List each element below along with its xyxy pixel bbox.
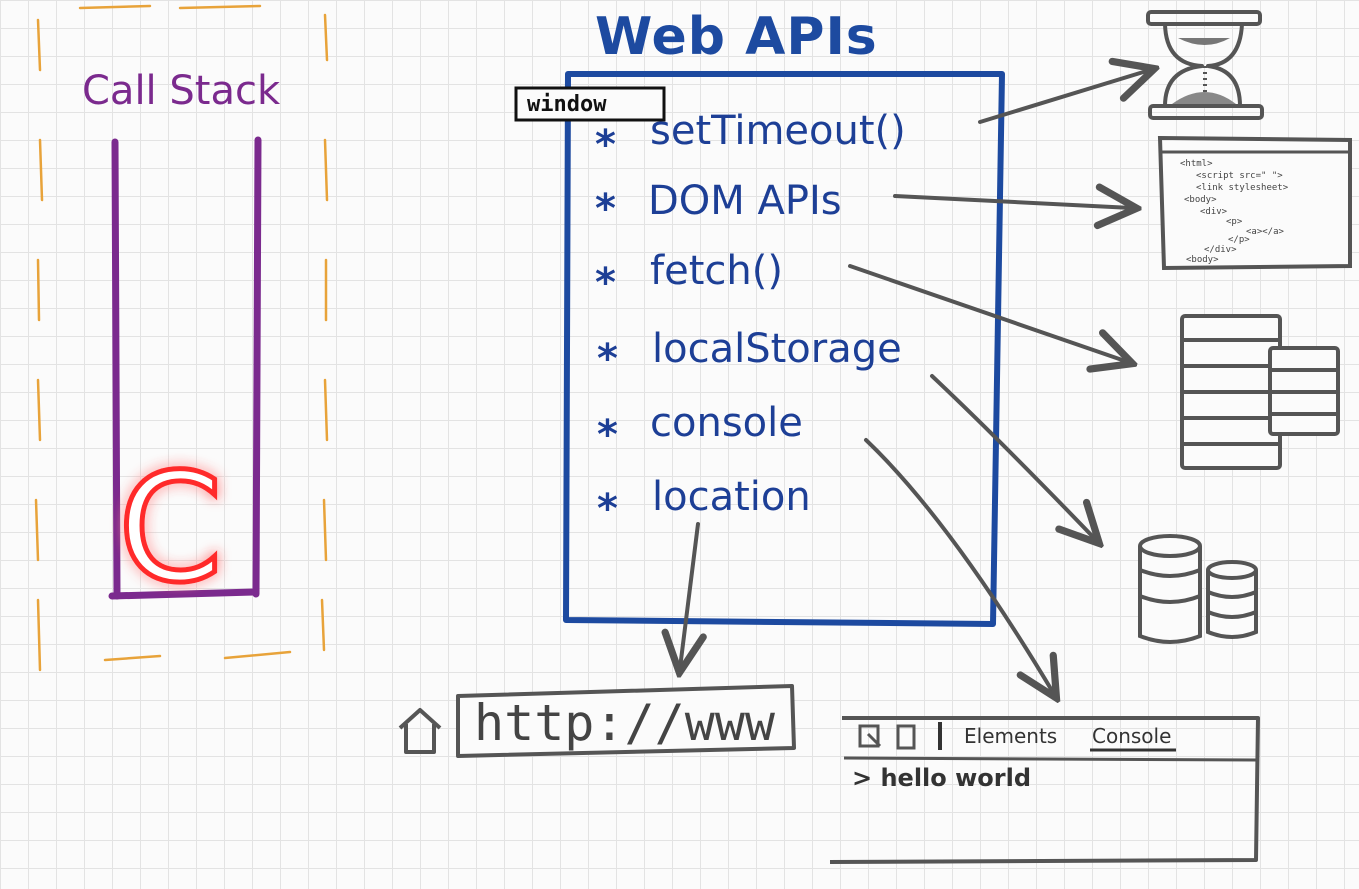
api-item-settimeout: setTimeout()	[650, 108, 906, 154]
arrow-console-to-devtools	[864, 438, 1054, 694]
html-line: <script src=" ">	[1196, 171, 1283, 181]
database-cylinders-icon	[1138, 534, 1258, 644]
device-toggle-icon	[896, 724, 916, 750]
arrow-location-to-url	[680, 522, 698, 668]
arrow-settimeout-to-hourglass	[978, 70, 1150, 124]
api-bullet: *	[597, 336, 618, 382]
api-bullet: *	[597, 412, 618, 458]
api-bullet: *	[595, 186, 616, 232]
api-list: * setTimeout() * DOM APIs * fetch() * lo…	[595, 108, 906, 532]
tab-console: Console	[1092, 724, 1171, 748]
api-bullet: *	[597, 486, 618, 532]
html-line: <div>	[1200, 207, 1228, 217]
api-item-dom-apis: DOM APIs	[648, 178, 842, 224]
html-code-window-icon: <html> <script src=" "> <link stylesheet…	[1157, 135, 1352, 271]
tab-elements: Elements	[964, 724, 1057, 748]
stack-frame-c: C	[118, 442, 223, 616]
api-item-location: location	[652, 474, 811, 520]
call-stack-title: Call Stack	[82, 68, 281, 114]
arrow-localstorage-to-database	[930, 374, 1096, 540]
hourglass-icon	[1146, 10, 1264, 120]
html-line: <a></a>	[1246, 227, 1285, 237]
call-stack: Call Stack C	[34, 4, 329, 672]
window-tag-box	[514, 86, 666, 122]
call-stack-dashed-border	[34, 4, 329, 672]
api-bullet: *	[595, 122, 616, 168]
web-apis-panel: Web APIs window * setTimeout() * DOM API…	[514, 7, 1005, 627]
arrow-fetch-to-server	[848, 264, 1128, 362]
window-tag-label: window	[527, 92, 607, 117]
api-item-fetch: fetch()	[650, 248, 783, 294]
home-icon	[398, 708, 442, 754]
devtools-panel: Elements Console > hello world	[829, 716, 1260, 864]
arrow-dom-to-html	[893, 196, 1132, 208]
api-item-localstorage: localStorage	[652, 326, 902, 372]
html-line: </p>	[1228, 235, 1250, 245]
html-line: </div>	[1204, 245, 1237, 255]
html-line: <link stylesheet>	[1196, 183, 1289, 193]
server-rack-icon	[1180, 314, 1340, 470]
window-box	[563, 71, 1005, 627]
html-line: <html>	[1180, 159, 1213, 169]
api-bullet: *	[595, 260, 616, 306]
connector-arrows	[680, 70, 1150, 694]
api-item-console: console	[650, 400, 803, 446]
html-line: <p>	[1226, 217, 1243, 227]
address-bar: http://www	[398, 684, 796, 758]
url-field-text: http://www	[474, 694, 776, 752]
html-line: <body>	[1186, 255, 1219, 265]
call-stack-container	[108, 136, 262, 600]
inspect-icon	[858, 724, 880, 748]
url-field-box	[456, 684, 796, 758]
console-output-line: > hello world	[852, 764, 1031, 792]
html-line: <body>	[1184, 195, 1217, 205]
web-apis-title: Web APIs	[595, 7, 878, 67]
